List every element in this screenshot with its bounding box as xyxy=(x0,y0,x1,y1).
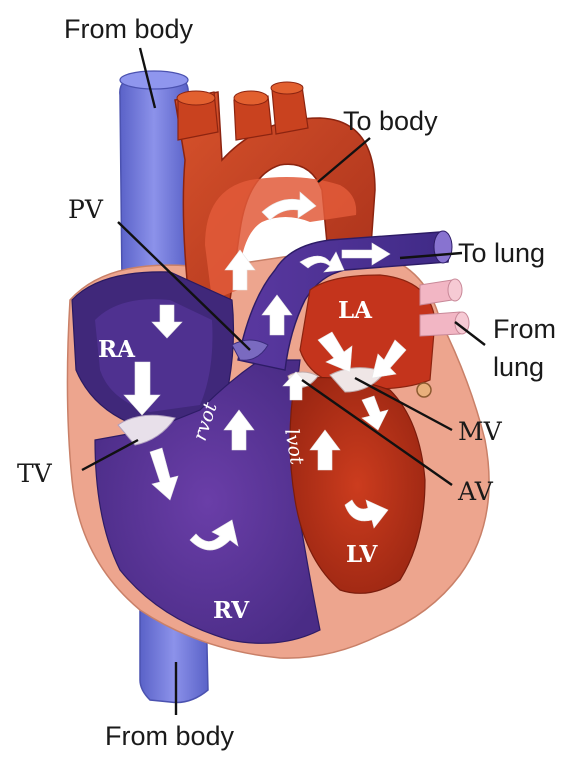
label-from-lung-line1: From xyxy=(493,314,556,344)
label-la: LA xyxy=(338,297,373,324)
label-av: AV xyxy=(457,477,494,506)
aorta-branch-top-3 xyxy=(271,82,303,94)
coronary-vessel xyxy=(417,383,431,397)
label-from-lung-line2: lung xyxy=(493,352,544,382)
pulmonary-vein-upper-end xyxy=(448,279,462,301)
label-from-body-top: From body xyxy=(64,14,194,44)
label-rv: RV xyxy=(213,597,250,624)
label-to-body: To body xyxy=(343,106,438,136)
label-mv: MV xyxy=(458,417,503,446)
label-tv: TV xyxy=(17,459,53,488)
svc-opening xyxy=(120,71,188,89)
label-from-body-bottom: From body xyxy=(105,721,235,751)
label-ra: RA xyxy=(98,336,136,363)
label-pv: PV xyxy=(68,195,104,224)
aorta-branch-top-2 xyxy=(234,91,268,105)
label-lv: LV xyxy=(346,541,378,568)
aorta-branch-top-1 xyxy=(177,91,215,105)
label-to-lung: To lung xyxy=(458,238,545,268)
pulmonary-artery-end xyxy=(434,231,452,263)
